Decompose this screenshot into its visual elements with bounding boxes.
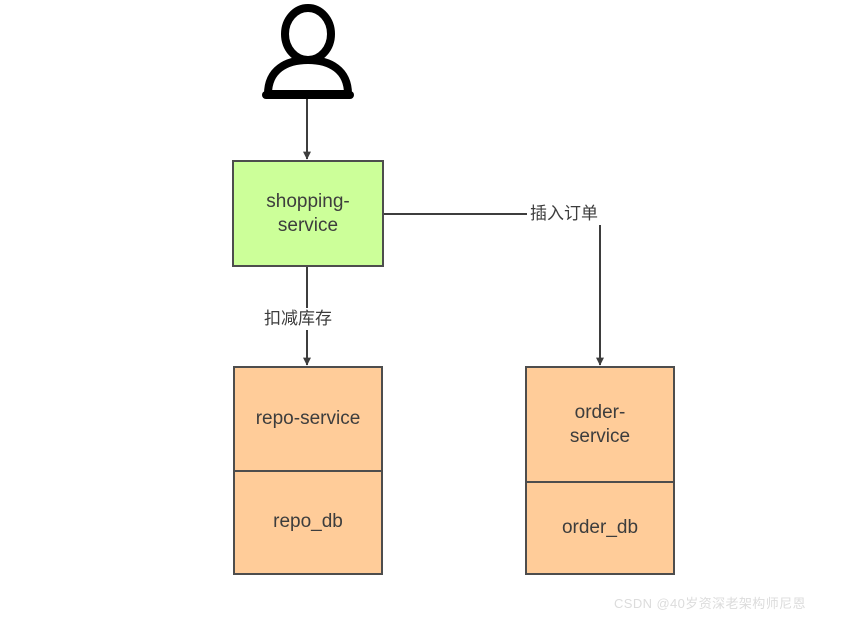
node-repo-service-label: repo-service <box>255 407 361 429</box>
person-body-icon <box>264 56 352 98</box>
node-order-db-label: order_db <box>527 481 673 573</box>
edge-label-insert-order: 插入订单 <box>527 203 601 226</box>
node-repo-service[interactable]: repo-service repo_db <box>233 366 383 575</box>
node-shopping-service-label: shopping- service <box>266 190 350 236</box>
watermark: CSDN @40岁资深老架构师尼恩 <box>614 596 806 611</box>
node-repo-db-label: repo_db <box>235 469 381 574</box>
node-shopping-service[interactable]: shopping- service <box>232 160 384 267</box>
node-order-service-label: order- service <box>569 401 631 447</box>
node-order-service[interactable]: order- service order_db <box>525 366 675 575</box>
user-actor <box>262 4 354 99</box>
edge-label-deduct-inventory: 扣减库存 <box>261 308 335 331</box>
edge-shopping-service-to-order-service <box>384 213 604 366</box>
person-head-icon <box>281 4 335 64</box>
